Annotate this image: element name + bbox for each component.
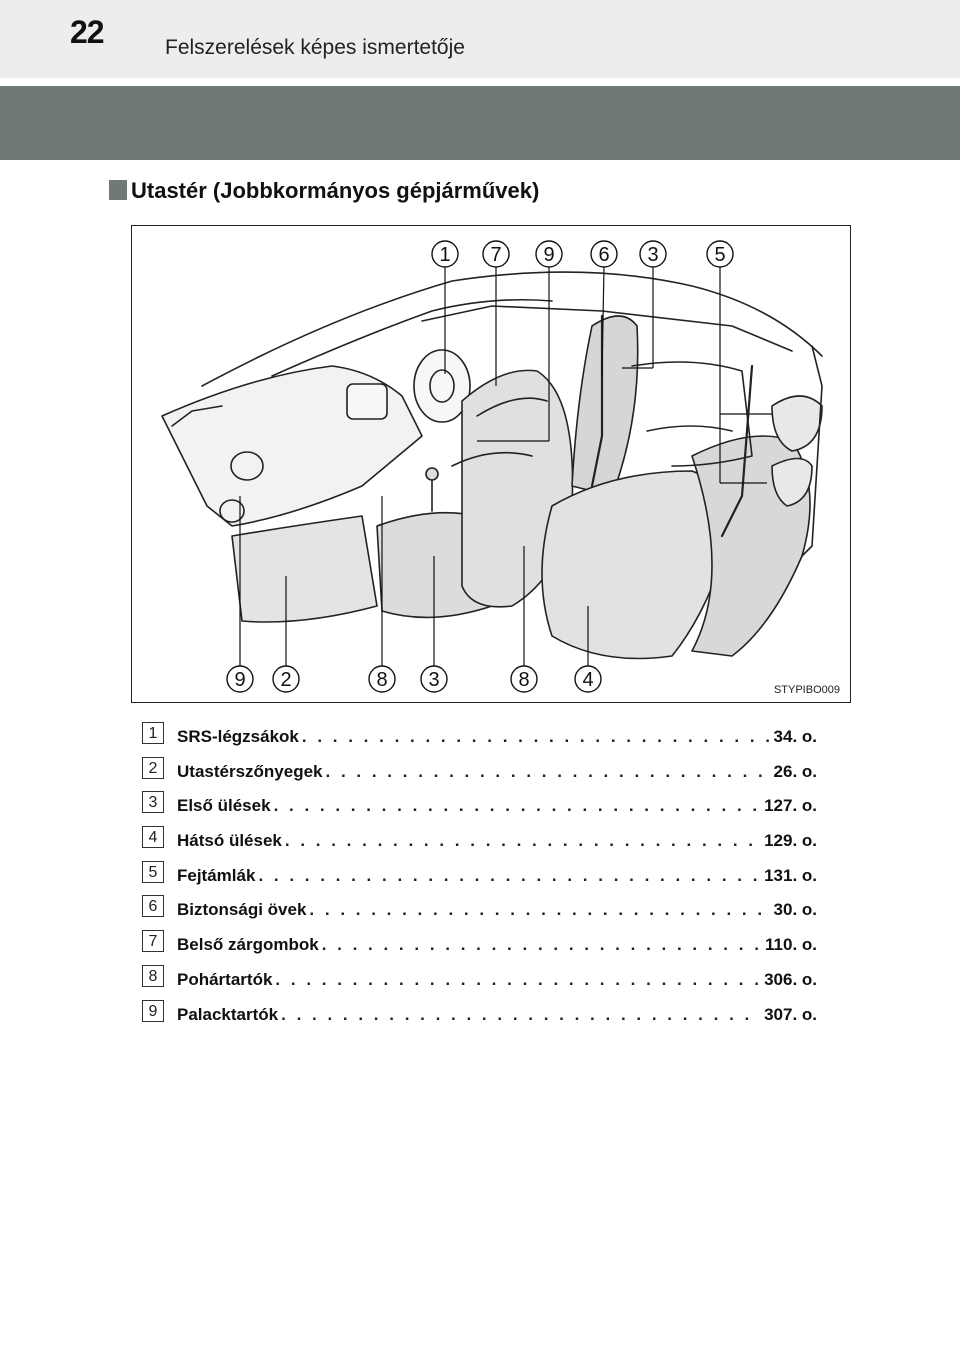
item-number-badge: 7 bbox=[142, 930, 164, 953]
item-label: Hátsó ülések bbox=[177, 831, 282, 851]
list-item: 4 Hátsó ülések 129. o. bbox=[142, 826, 817, 861]
item-label: Palacktartók bbox=[177, 1004, 279, 1024]
item-page-ref: 30. o. bbox=[773, 900, 817, 920]
callout-label: 6 bbox=[598, 244, 609, 266]
callout-label: 4 bbox=[582, 669, 593, 691]
dot-leader bbox=[285, 831, 761, 851]
figure-code: STYPIBO009 bbox=[773, 684, 840, 696]
list-item-row: Első ülések 127. o. bbox=[177, 796, 817, 816]
list-item-row: Hátsó ülések 129. o. bbox=[177, 831, 817, 851]
list-item: 6 Biztonsági övek 30. o. bbox=[142, 895, 817, 930]
interior-illustration: 1 7 9 6 3 5 9 2 8 3 8 4 STYPIBO009 bbox=[131, 225, 851, 703]
callout-label: 1 bbox=[439, 244, 450, 266]
item-label: Fejtámlák bbox=[177, 865, 256, 885]
dot-leader bbox=[281, 1005, 761, 1025]
item-label: Belső zárgombok bbox=[177, 935, 319, 955]
callout-label: 8 bbox=[518, 669, 529, 691]
item-label: Biztonsági övek bbox=[177, 900, 307, 920]
item-page-ref: 131. o. bbox=[764, 865, 817, 885]
list-item-row: Palacktartók 307. o. bbox=[177, 1005, 817, 1025]
dot-leader bbox=[275, 970, 761, 990]
item-number-badge: 1 bbox=[142, 722, 164, 744]
item-number-badge: 8 bbox=[142, 964, 164, 987]
list-item-row: Belső zárgombok 110. o. bbox=[177, 935, 817, 955]
bottom-callouts: 9 2 8 3 8 4 bbox=[226, 665, 602, 693]
list-item-row: Pohártartók 306. o. bbox=[177, 970, 817, 990]
item-page-ref: 110. o. bbox=[765, 935, 817, 955]
list-item-row: Fejtámlák 131. o. bbox=[177, 866, 817, 886]
list-item: 3 Első ülések 127. o. bbox=[142, 791, 817, 826]
item-label: SRS-légzsákok bbox=[177, 727, 299, 746]
item-page-ref: 34. o. bbox=[773, 727, 817, 746]
dot-leader bbox=[326, 762, 771, 782]
list-item: 5 Fejtámlák 131. o. bbox=[142, 860, 817, 896]
page-number: 22 bbox=[70, 14, 105, 50]
decorative-band bbox=[0, 86, 960, 160]
section-title: Utastér (Jobbkormányos gépjárművek) bbox=[131, 178, 540, 203]
list-item: 8 Pohártartók 306. o. bbox=[142, 964, 817, 1000]
callout-label: 9 bbox=[543, 244, 554, 266]
item-page-ref: 129. o. bbox=[764, 831, 817, 851]
parts-list: 1 SRS-légzsákok 34. o. 2 Utastérszőnyege… bbox=[142, 722, 817, 1034]
list-item: 7 Belső zárgombok 110. o. bbox=[142, 930, 817, 965]
callout-label: 5 bbox=[714, 244, 725, 266]
item-number-badge: 4 bbox=[142, 826, 164, 849]
list-item: 9 Palacktartók 307. o. bbox=[142, 999, 817, 1035]
item-page-ref: 127. o. bbox=[764, 796, 817, 816]
callout-label: 7 bbox=[490, 244, 501, 266]
item-label: Utastérszőnyegek bbox=[177, 761, 323, 781]
item-page-ref: 26. o. bbox=[773, 761, 817, 781]
callout-label: 8 bbox=[376, 669, 387, 691]
callout-label: 3 bbox=[428, 669, 439, 691]
dot-leader bbox=[258, 866, 761, 886]
dot-leader bbox=[302, 727, 771, 747]
item-page-ref: 307. o. bbox=[764, 1004, 817, 1024]
item-label: Pohártartók bbox=[177, 969, 273, 989]
list-item: 1 SRS-légzsákok 34. o. bbox=[142, 722, 817, 757]
list-item: 2 Utastérszőnyegek 26. o. bbox=[142, 756, 817, 792]
list-item-row: SRS-légzsákok 34. o. bbox=[177, 727, 817, 747]
item-number-badge: 9 bbox=[142, 999, 164, 1022]
callout-label: 3 bbox=[647, 244, 658, 266]
list-item-row: Biztonsági övek 30. o. bbox=[177, 900, 817, 920]
dot-leader bbox=[309, 900, 770, 920]
chapter-title: Felszerelések képes ismertetője bbox=[165, 36, 465, 59]
list-item-row: Utastérszőnyegek 26. o. bbox=[177, 762, 817, 782]
section-marker-icon bbox=[109, 180, 127, 200]
item-number-badge: 2 bbox=[142, 756, 164, 779]
item-label: Első ülések bbox=[177, 796, 271, 816]
item-number-badge: 5 bbox=[142, 860, 164, 883]
item-number-badge: 6 bbox=[142, 895, 164, 918]
callout-label: 2 bbox=[280, 669, 291, 691]
callout-label: 9 bbox=[234, 669, 245, 691]
item-number-badge: 3 bbox=[142, 791, 164, 814]
header-band bbox=[0, 0, 960, 78]
car-interior-drawing: 1 7 9 6 3 5 9 2 8 3 8 4 bbox=[161, 240, 823, 693]
item-page-ref: 306. o. bbox=[764, 969, 817, 989]
dot-leader bbox=[322, 935, 762, 955]
top-callouts: 1 7 9 6 3 5 bbox=[431, 240, 734, 268]
dot-leader bbox=[274, 796, 762, 816]
